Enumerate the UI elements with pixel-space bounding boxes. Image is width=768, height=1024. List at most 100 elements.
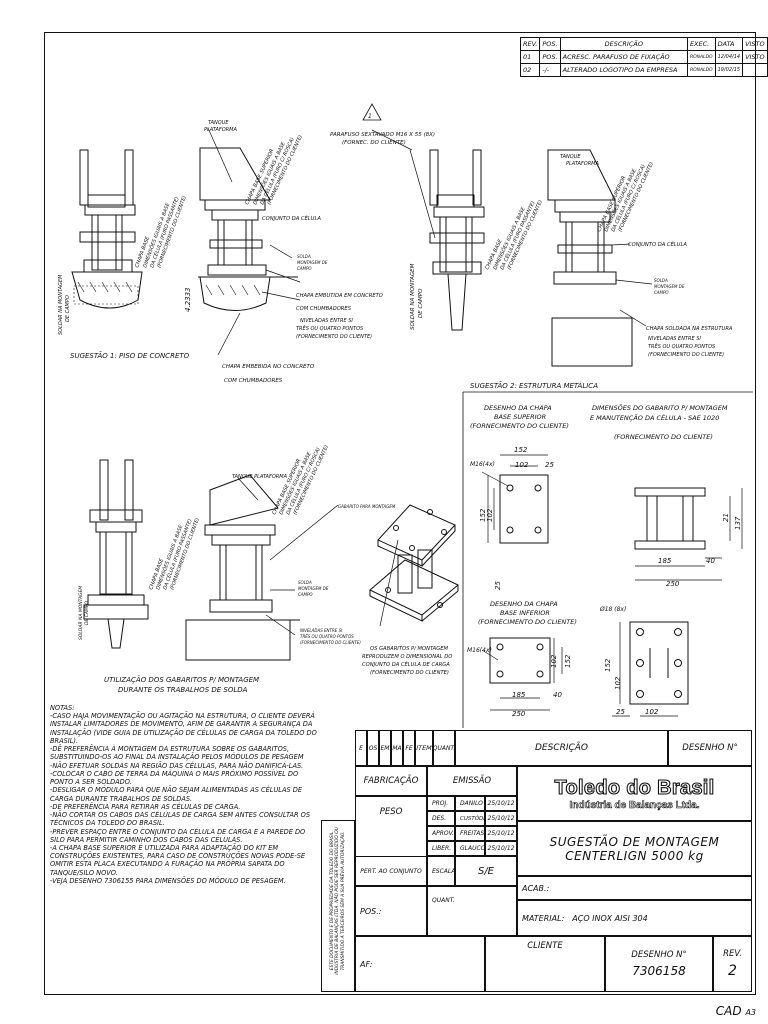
detail-gab2-dim-102: 102 bbox=[645, 708, 659, 716]
tb-material-value: AÇO INOX AISI 304 bbox=[572, 913, 648, 923]
label-chapa-embutida: CHAPA EMBUTIDA EM CONCRETO bbox=[296, 293, 383, 299]
detail-sup-dim-102-v: 102 bbox=[486, 508, 494, 522]
tb-date-des: 25/10/12 bbox=[485, 811, 517, 826]
label-parafuso-fornec: (FORNEC. DO CLIENTE) bbox=[342, 140, 406, 146]
tb-header-desenho: DESENHO N° bbox=[668, 730, 752, 766]
label-solda: SOLDA bbox=[297, 254, 311, 259]
label-metal-plataforma: PLATAFORMA bbox=[566, 161, 599, 167]
label-mid-soldar-campo: DE CAMPO bbox=[84, 600, 90, 625]
detail-gab-dim-40: 40 bbox=[706, 557, 715, 565]
note-item: -NÃO EFETUAR SOLDAS NA REGIÃO DAS CÉLULA… bbox=[50, 761, 304, 770]
caption-utilizacao-2: DURANTE OS TRABALHOS DE SOLDA bbox=[118, 686, 248, 694]
tb-role-proj: PROJ. bbox=[427, 796, 455, 811]
detail-gab-dim-21: 21 bbox=[722, 513, 730, 522]
cad-label: CAD bbox=[715, 1004, 742, 1018]
assembly-view-gabarito bbox=[83, 459, 339, 661]
detail-chapa-superior bbox=[481, 454, 549, 544]
note-item: -VEJA DESENHO 7306155 PARA DIMENSÕES DO … bbox=[50, 876, 286, 885]
tb-header-fe: FE bbox=[403, 730, 415, 766]
revision-row: 02 -/- ALTERADO LOGOTIPO DA EMPRESA RONA… bbox=[519, 63, 768, 77]
tb-drawing-title: SUGESTÃO DE MONTAGEM CENTERLIGN 5000 kg bbox=[517, 821, 752, 876]
detail-inf-title-1: DESENHO DA CHAPA bbox=[490, 600, 558, 608]
tb-header-e: E bbox=[355, 730, 367, 766]
property-notice-text: ESTE DOCUMENTO E DE PROPRIEDADE DA TOLED… bbox=[330, 827, 346, 975]
label-soldar-montagem: SOLDAR NA MONTAGEM bbox=[58, 274, 64, 335]
rev-cell: 02 bbox=[519, 63, 541, 77]
detail-gab2-dim-25: 25 bbox=[616, 708, 625, 716]
detail-gab-title-2: E MANUTENÇÃO DA CÉLULA - SAE 1020 bbox=[590, 413, 719, 422]
label-mid-nivelados-2: TRÊS OU QUATRO PONTOS bbox=[300, 634, 354, 639]
tb-date-proj: 25/10/12 bbox=[485, 796, 517, 811]
label-tanque: TANQUE bbox=[208, 120, 229, 126]
sheet-size: A3 bbox=[745, 1008, 756, 1017]
note-item: -DÊ PREFERÊNCIA À MONTAGEM DA ESTRUTURA … bbox=[50, 745, 304, 762]
note-item: -DE PREFERÊNCIA PARA RETIRAR AS CÉLULAS … bbox=[50, 802, 241, 811]
tb-rev-label: REV. bbox=[723, 949, 742, 959]
label-chapa-embebida: CHAPA EMBEBIDA NO CONCRETO bbox=[222, 364, 315, 370]
label-mid-soldar: SOLDAR NA MONTAGEM bbox=[78, 586, 84, 640]
label-campo: CAMPO bbox=[297, 266, 312, 271]
tb-date-aprov: 25/10/12 bbox=[485, 826, 517, 841]
note-item: -PREVER ESPAÇO ENTRE O CONJUNTO DA CÉLUL… bbox=[50, 827, 306, 844]
detail-chapa-inferior bbox=[481, 637, 563, 711]
tb-escala-value: S/E bbox=[455, 856, 517, 886]
tb-pos: POS.: bbox=[355, 886, 427, 936]
tb-desenho-label: DESENHO N° bbox=[631, 950, 687, 960]
detail-gab2-hole: Ø18 (8x) bbox=[599, 606, 626, 613]
label-conjunto-celula: CONJUNTO DA CÉLULA bbox=[262, 214, 321, 222]
tb-desenho-number: 7306158 bbox=[632, 964, 686, 978]
tb-cliente: CLIENTE bbox=[485, 936, 605, 992]
assembly-view-concrete-2 bbox=[198, 127, 301, 356]
detail-gab-title-1: DIMENSÕES DO GABARITO P/ MONTAGEM bbox=[592, 403, 728, 412]
tb-material-label: MATERIAL: bbox=[522, 913, 565, 923]
note-item: -DESLIGAR O MÓDULO PARA QUE NÃO SEJAM AL… bbox=[50, 786, 302, 803]
tb-role-des: DES. bbox=[427, 811, 455, 826]
detail-sup-dim-25: 25 bbox=[545, 461, 554, 469]
assembly-view-concrete-1 bbox=[71, 149, 143, 309]
revision-table: REV. POS. DESCRIÇÃO EXEC. DATA VISTO 01 … bbox=[519, 37, 768, 77]
pos-cell: -/- bbox=[539, 63, 561, 77]
label-gabaritos-1: OS GABARITOS P/ MONTAGEM bbox=[370, 646, 449, 652]
notes-title: NOTAS: bbox=[50, 704, 75, 712]
label-nivelados-1: NIVELADAS ENTRE SI bbox=[300, 318, 353, 324]
label-mid-montagem: MONTAGEM DE bbox=[298, 586, 329, 591]
detail-inf-hole: M16(4x) bbox=[467, 647, 492, 654]
label-mid-campo: CAMPO bbox=[298, 592, 313, 597]
tb-header-quant: QUANT. bbox=[433, 730, 455, 766]
cad-footer: CAD A3 bbox=[716, 1004, 756, 1018]
tb-fabricacao: FABRICAÇÃO bbox=[355, 766, 427, 796]
detail-inf-dim-152: 152 bbox=[564, 654, 572, 668]
detail-sup-dim-102: 102 bbox=[515, 461, 529, 469]
label-metal-chapa-inf-3: DA CÉLULA (FURO PASSANTE) bbox=[498, 200, 537, 271]
note-item: -CASO HAJA MOVIMENTAÇÃO OU AGITAÇÃO NA E… bbox=[50, 712, 317, 745]
detail-gab-dim-137: 137 bbox=[734, 516, 742, 530]
detail-inf-dim-40: 40 bbox=[553, 691, 562, 699]
tb-escala-label: ESCALA bbox=[427, 856, 455, 886]
tb-role-aprov: APROV. bbox=[427, 826, 455, 841]
drawing-title-line-2: CENTERLIGN 5000 kg bbox=[565, 848, 704, 863]
tb-logo-box: Toledo do Brasil Indústria de Balanças L… bbox=[517, 766, 752, 821]
detail-inf-dim-185: 185 bbox=[512, 691, 526, 699]
detail-sup-dim-152-v: 152 bbox=[479, 508, 487, 522]
detail-sup-title-1: DESENHO DA CHAPA bbox=[484, 404, 552, 412]
label-metal-montagem: MONTAGEM DE bbox=[654, 284, 685, 289]
tb-acab: ACAB.: bbox=[517, 876, 752, 900]
assembly-view-metal-2 bbox=[547, 149, 653, 367]
caption-sugestao-2: SUGESTÃO 2: ESTRUTURA METÁLICA bbox=[470, 381, 598, 390]
detail-gabarito-front bbox=[634, 487, 743, 581]
tb-header-em: EM bbox=[379, 730, 391, 766]
caption-sugestao-1: SUGESTÃO 1: PISO DE CONCRETO bbox=[70, 351, 190, 360]
detail-sup-title-2: BASE SUPERIOR bbox=[494, 413, 546, 421]
property-notice-box: ESTE DOCUMENTO E DE PROPRIEDADE DA TOLED… bbox=[321, 820, 355, 992]
company-logo-name: Toledo do Brasil bbox=[554, 776, 715, 799]
detail-gab-dim-185: 185 bbox=[658, 557, 672, 565]
label-mid-nivelados-3: (FORNECIMENTO DO CLIENTE) bbox=[300, 640, 361, 645]
tb-header-item: ITEM bbox=[415, 730, 433, 766]
label-chumbadores-2: COM CHUMBADORES bbox=[224, 378, 283, 384]
label-gabaritos-3: CONJUNTO DA CÉLULA DE CARGA bbox=[362, 660, 450, 668]
gabarito-isometric bbox=[369, 504, 459, 627]
label-metal-soldar: SOLDAR NA MONTAGEM bbox=[410, 263, 416, 330]
label-metal-nivelados-2: TRÊS OU QUATRO PONTOS bbox=[648, 342, 716, 350]
drawing-sheet-border bbox=[44, 32, 756, 995]
